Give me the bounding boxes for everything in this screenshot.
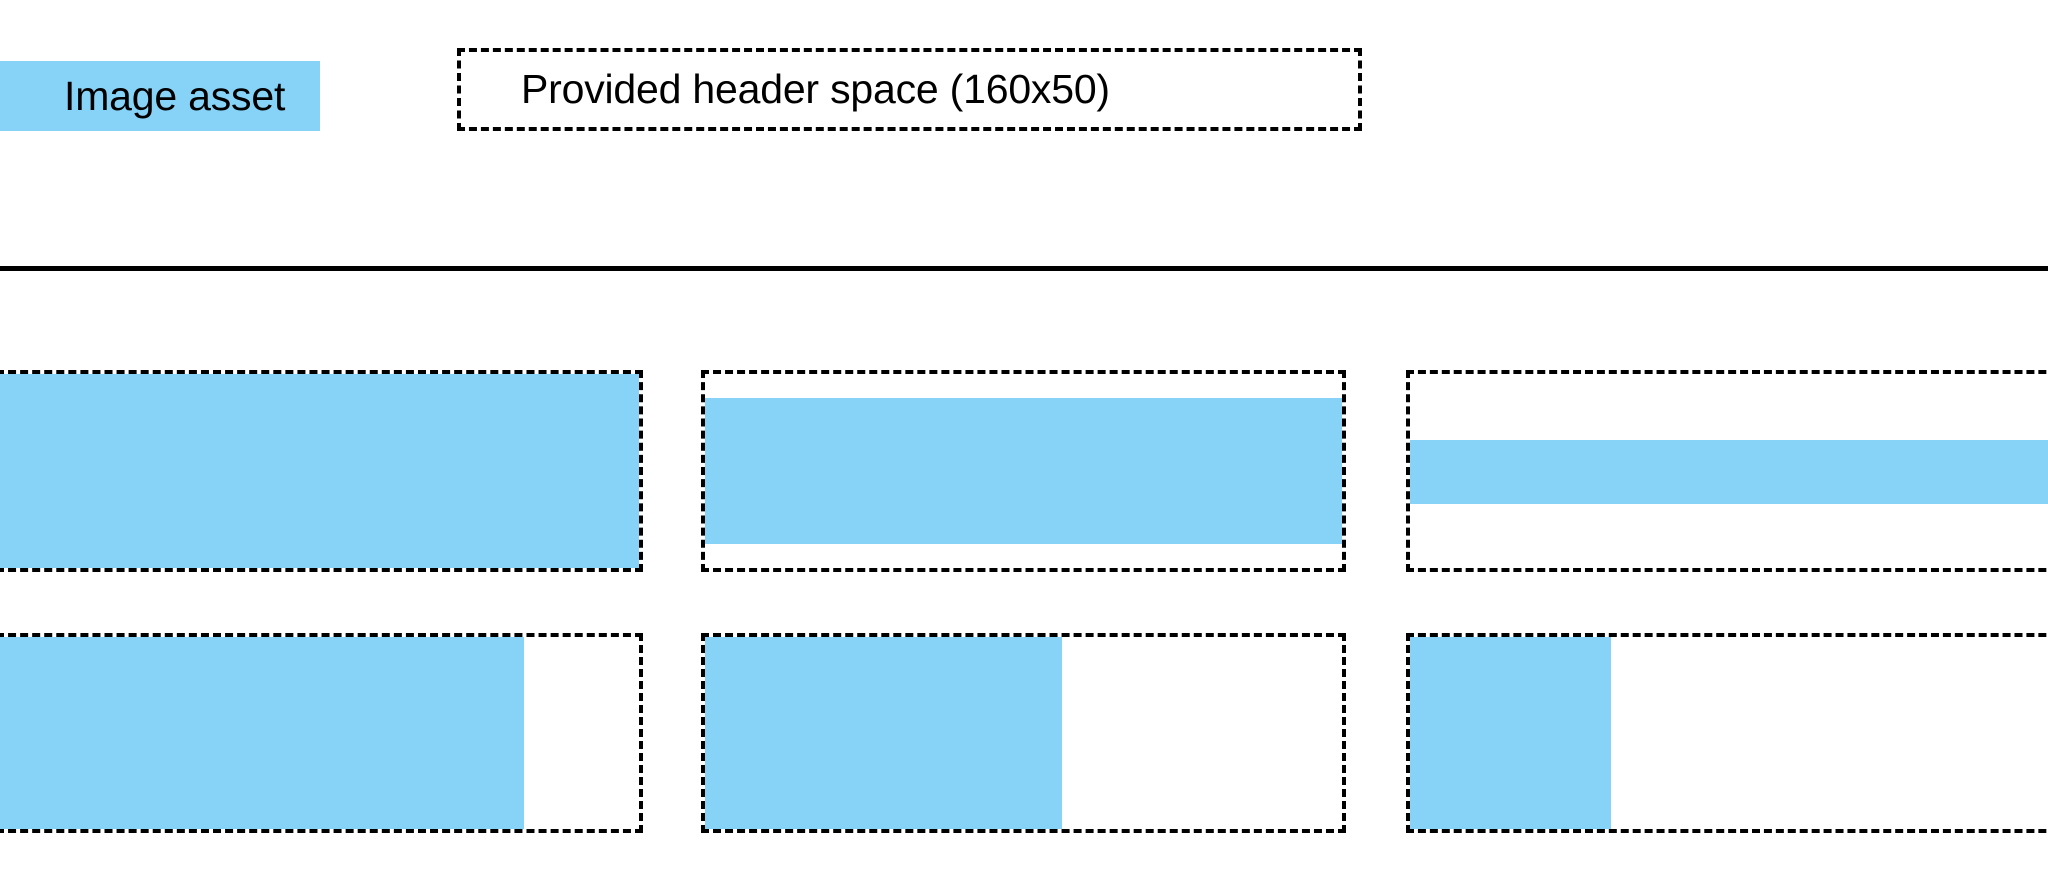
section-divider [0, 266, 2048, 271]
ratio-frame-recommended [0, 370, 643, 572]
provided-header-space-frame [457, 48, 1362, 131]
ratio-frame-left-wide [0, 633, 643, 833]
aspect-ratio-examples-grid: Recommended (16:5) [0, 268, 2048, 896]
provided-header-space-label: Provided header space (160x50) [521, 66, 1110, 112]
ratio-frame-left-narrow [1406, 633, 2048, 833]
ratio-frame-inset-vertical [701, 370, 1346, 572]
ratio-frame-thin-band [1406, 370, 2048, 572]
asset-fill-left-wide [0, 637, 524, 829]
asset-fill-full [0, 374, 639, 568]
asset-fill-thin-band [1410, 440, 2048, 504]
asset-fill-left-medium [705, 637, 1062, 829]
image-asset-swatch [0, 61, 320, 131]
ratio-frame-left-medium [701, 633, 1346, 833]
asset-fill-inset-vertical [705, 398, 1342, 544]
header-legend-band: Image asset Provided header space (160x5… [0, 0, 2048, 268]
asset-fill-left-narrow [1410, 637, 1611, 829]
image-asset-label: Image asset [64, 73, 286, 119]
